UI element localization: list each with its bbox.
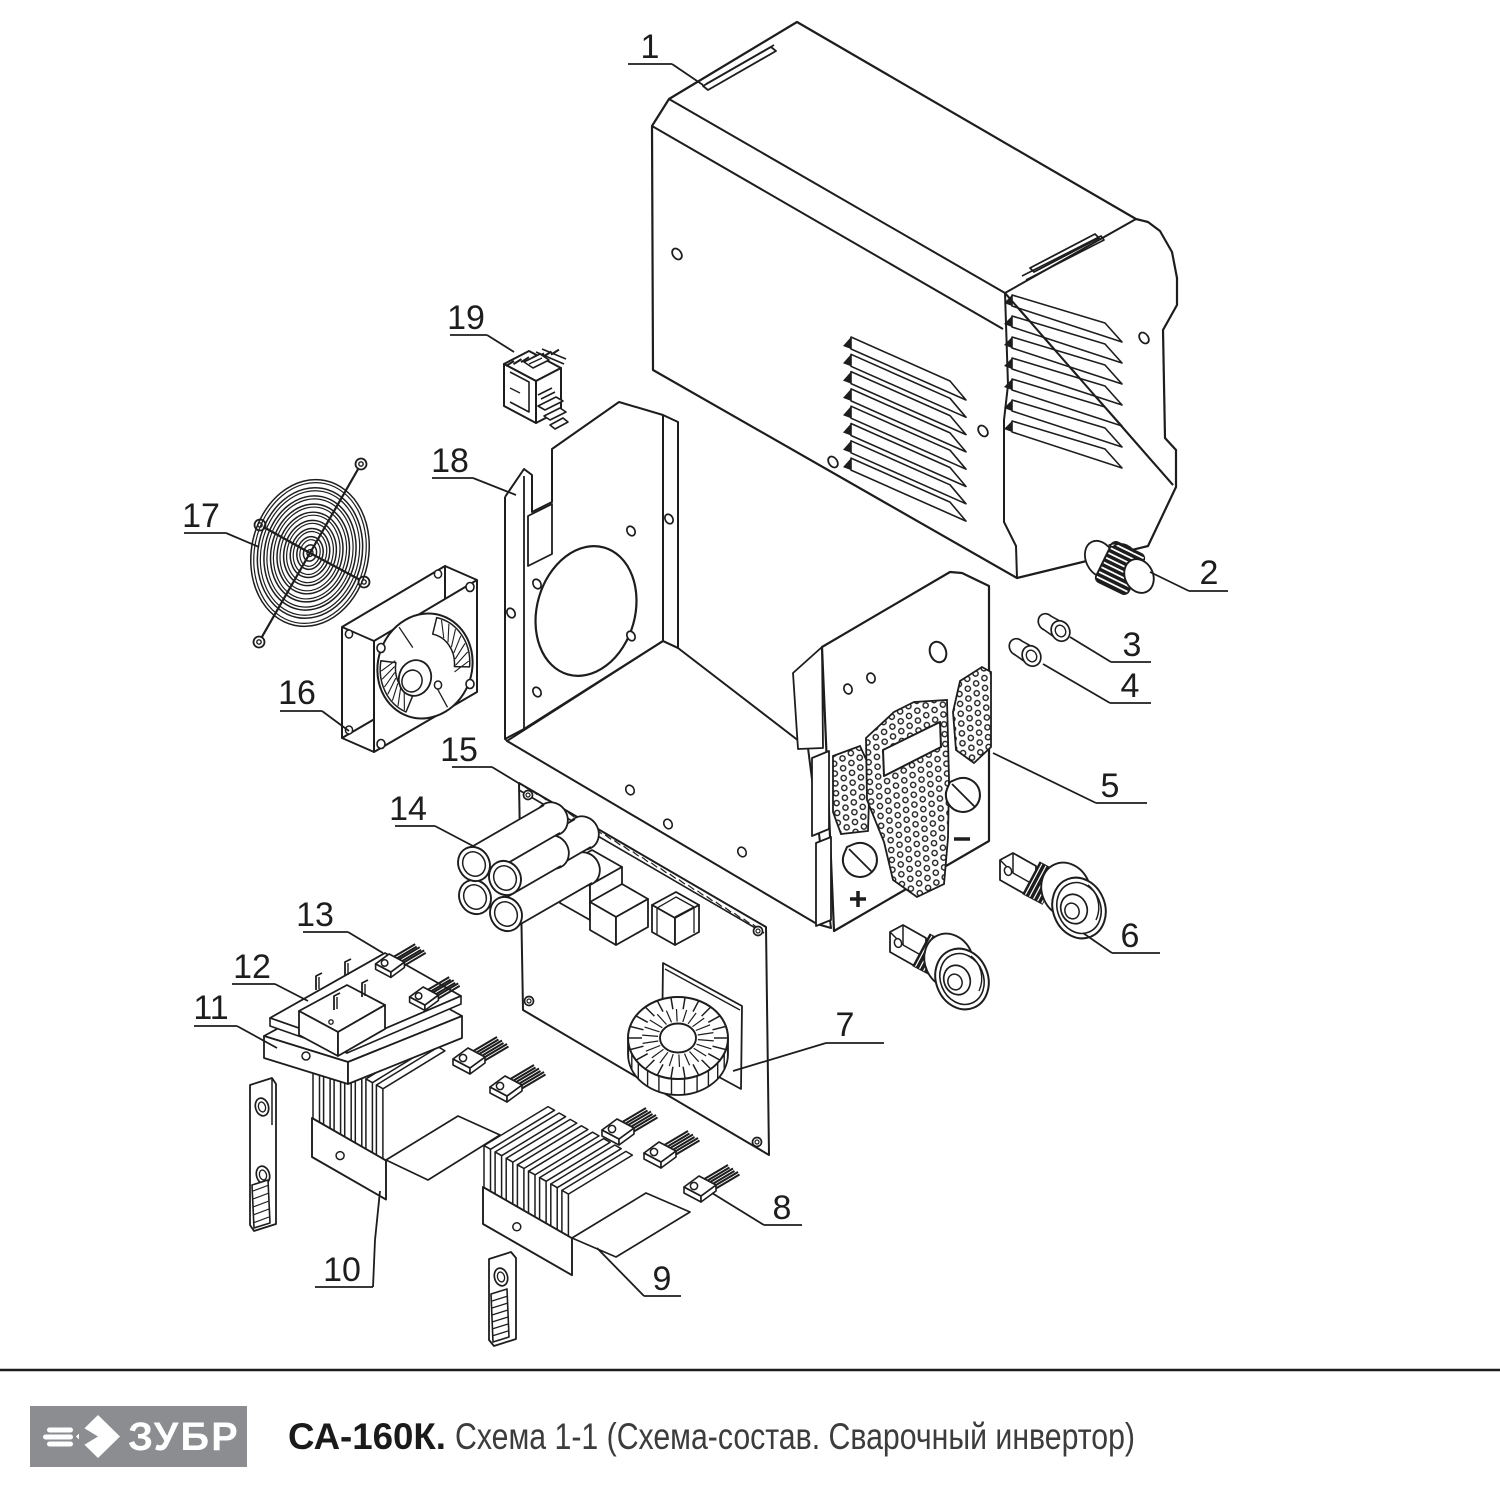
svg-text:13: 13: [296, 896, 334, 934]
svg-text:11: 11: [193, 989, 228, 1027]
svg-text:ЗУБР: ЗУБР: [128, 1415, 240, 1459]
svg-text:СА-160К.: СА-160К.: [288, 1416, 446, 1457]
svg-text:15: 15: [440, 731, 478, 769]
svg-text:8: 8: [773, 1189, 792, 1227]
svg-text:6: 6: [1121, 917, 1140, 955]
svg-text:18: 18: [431, 442, 469, 480]
svg-text:7: 7: [836, 1006, 855, 1044]
svg-text:19: 19: [447, 299, 485, 337]
svg-text:Схема 1-1 (Схема-состав. Сваро: Схема 1-1 (Схема-состав. Сварочный инвер…: [455, 1416, 1135, 1457]
svg-text:5: 5: [1101, 767, 1120, 805]
svg-text:4: 4: [1121, 667, 1140, 705]
svg-text:14: 14: [389, 790, 427, 828]
svg-text:12: 12: [233, 948, 271, 986]
svg-text:17: 17: [182, 497, 220, 535]
svg-text:1: 1: [641, 28, 660, 66]
svg-text:16: 16: [278, 674, 316, 712]
svg-text:3: 3: [1123, 626, 1142, 664]
svg-text:2: 2: [1200, 554, 1219, 592]
svg-text:10: 10: [323, 1251, 361, 1289]
svg-text:9: 9: [653, 1260, 672, 1298]
